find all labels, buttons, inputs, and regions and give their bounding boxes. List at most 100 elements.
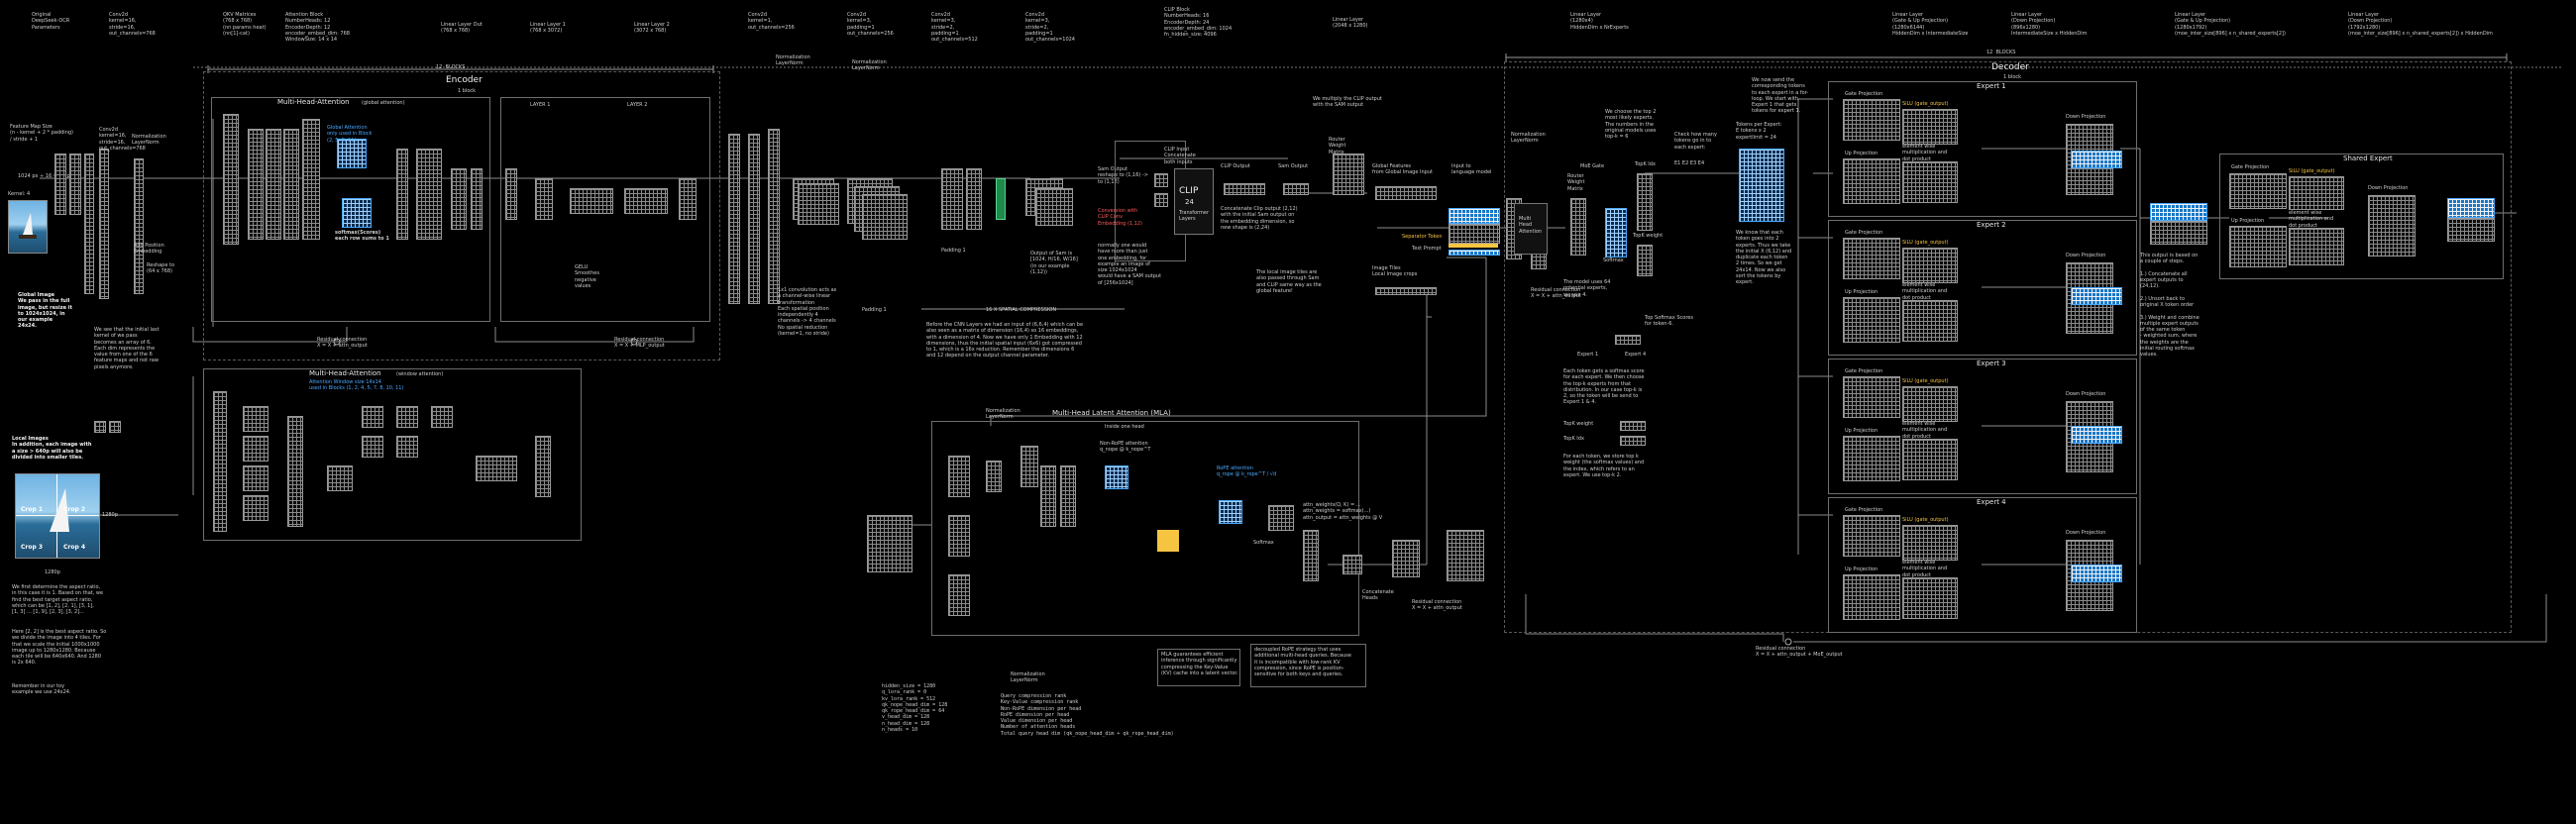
encoder-title: Encoder — [446, 75, 483, 85]
qkv-matrices-params: QKV Matrices (768 x 768) (nn params heat… — [223, 12, 267, 37]
sam-out-grid-b — [1035, 188, 1073, 226]
clip-input-label: CLIP Input Concatenate both inputs — [1164, 147, 1196, 165]
mla-q-grid — [986, 461, 1002, 492]
shared-gate-label: Gate Projection — [2231, 164, 2270, 170]
e2-elementwise: element wise multiplication and dot prod… — [1902, 282, 1948, 301]
linear-weight-label: Router Weight Matrix — [1329, 137, 1346, 155]
linear2-params: Linear Layer 2 (3072 x 768) — [634, 22, 670, 35]
image-tiles-grid — [1375, 287, 1437, 295]
mha-window-subtitle: (window attention) — [396, 371, 444, 377]
mla-rope-block — [1157, 530, 1179, 552]
e3-silu-grid — [1902, 386, 1958, 422]
decoder-title: Decoder — [1991, 62, 2029, 72]
e3-up-grid — [1843, 436, 1900, 481]
e3-output — [2071, 426, 2122, 444]
expert-1-title: Expert 1 — [1977, 82, 2006, 90]
attn-out-grid-a — [396, 149, 408, 240]
conv2d-params-b: Conv2d kernel=1, out_channels=256 — [748, 12, 795, 31]
e1-down-label: Down Projection — [2066, 114, 2106, 120]
decoder-blocks-label: 12 BLOCKS — [1986, 50, 2016, 55]
mla-softmax-grid — [1268, 505, 1294, 531]
conv2d-inline: Conv2d kernel=16, stride=16, out_channel… — [99, 127, 146, 152]
linear-shared-params: Linear Layer (1280x4) HiddenDim x NrExpe… — [1570, 12, 1629, 31]
clip-layers-label: Transformer Layers — [1179, 210, 1210, 223]
padding-label: Padding 1 — [862, 307, 887, 313]
mha-global-subtitle: (global attention) — [362, 100, 405, 106]
mla-note-1: MLA guarantees efficient inference throu… — [1161, 652, 1238, 676]
e2-up-label: Up Projection — [1845, 289, 1878, 295]
reshape-flat-label: Reshape to (64 x 768) — [147, 262, 175, 275]
norm-column — [134, 158, 144, 294]
spatial-compression-label: 16 X SPATIAL COMPRESSION — [986, 307, 1057, 313]
normalization-mid-a: Normalization LayerNorm — [776, 54, 810, 67]
e4-up-label: Up Projection — [1845, 566, 1878, 572]
e2-gate-grid — [1843, 238, 1900, 279]
mla-output-grid — [1447, 530, 1484, 581]
conv-stack-e — [862, 194, 908, 240]
text-prompt-label: Text Prompt — [1412, 246, 1442, 252]
attention-block-params: Attention Block NumberHeads: 12 EncoderD… — [285, 12, 350, 43]
softmax-decoder-label: Softmax — [1603, 258, 1624, 263]
mla-box — [931, 421, 1359, 636]
shared-up-grid — [2229, 226, 2287, 267]
q-grid — [248, 129, 264, 240]
window-patch-2 — [243, 436, 268, 462]
model-uses-note: The model uses 64 potential experts, we … — [1563, 279, 1611, 298]
padding-label-2: Padding 1 — [941, 248, 966, 254]
softmax-scores-grid — [342, 198, 372, 228]
shared-elementwise: element wise multiplication and dot prod… — [2289, 210, 2334, 229]
sorted-tokens-grid — [1739, 149, 1784, 222]
decoder-subtitle: 1 block — [2003, 74, 2022, 80]
window-scores-3 — [396, 406, 418, 428]
combined-output-grey — [2150, 221, 2207, 245]
mlp-w2-grid — [679, 178, 697, 220]
local-images-grid: Crop 1 Crop 2 Crop 3 Crop 4 — [15, 473, 100, 559]
mla-code-right: Query compression rank Key-Value compres… — [1001, 693, 1174, 737]
nonrope-attention-label: Non-RoPE attention q_nope @ k_nope^T — [1100, 441, 1151, 454]
window-patch-1 — [243, 406, 268, 432]
v-grid — [283, 129, 299, 240]
clip-conversion-note: Conversion with CLIP Conv Embedding (1,1… — [1098, 208, 1142, 227]
choose-top2-note: We choose the top 2 most likely experts.… — [1605, 109, 1657, 140]
decoder-mha-block — [1514, 203, 1548, 255]
e1-gate-grid — [1843, 99, 1900, 141]
shared-output-blue — [2447, 198, 2495, 218]
e4-up-grid — [1843, 574, 1900, 620]
conv2d-params-c: Conv2d kernel=3, padding=1 out_channels=… — [847, 12, 894, 37]
linear-gate-up2-params: Linear Layer (Gate & Up Projection) (128… — [2175, 12, 2286, 37]
mla-rope-scores — [1219, 500, 1242, 524]
mla-title: Multi-Head Latent Attention (MLA) — [1052, 409, 1171, 417]
mla-head-stack — [1020, 446, 1038, 487]
e3-gate-grid — [1843, 376, 1900, 418]
e4-silu-grid — [1902, 525, 1958, 561]
e4-elementwise: element wise multiplication and dot prod… — [1902, 560, 1948, 578]
window-qkv-grid — [287, 416, 303, 527]
feature-map-1 — [94, 421, 106, 433]
e1-silu: SiLU (gate_output) — [1902, 101, 1949, 107]
conv-stack-b — [798, 183, 839, 225]
sam-output-2-label: Sam Output — [1278, 163, 1309, 169]
head-stack-grid — [302, 119, 320, 240]
expert-1-box — [1828, 81, 2137, 217]
router-weight-label: Router Weight Matrix — [1567, 173, 1585, 192]
for-each-note: For each token, we store top k weight (t… — [1563, 454, 1645, 478]
input-lm-label: Input to language model — [1451, 163, 1492, 176]
patch-column-d — [99, 149, 109, 299]
separator-token-label: Separator Token — [1402, 234, 1443, 240]
window-input-grid — [213, 391, 227, 532]
green-channel-grid — [996, 178, 1006, 220]
normally-note: normally one would have more than just o… — [1098, 243, 1162, 286]
gelu-label: GELU Smoothes negative values — [575, 264, 599, 289]
mha-window-title: Multi-Head-Attention — [309, 369, 381, 377]
encoder-residual-1: Residual connection X = X + attn_output — [317, 337, 368, 350]
window-scores-4 — [396, 436, 418, 458]
clip-in-token-a — [1154, 173, 1168, 187]
reshape-col-a — [728, 134, 740, 304]
topk-weight-label: TopK weight — [1633, 233, 1664, 239]
e3-silu: SiLU (gate_output) — [1902, 378, 1949, 384]
mla-k-nope — [1060, 465, 1076, 527]
e4-output — [2071, 565, 2122, 582]
mlp-w1-grid — [535, 178, 553, 220]
best-ratio-text: Here [2, 2] is the best aspect ratio. So… — [12, 629, 107, 667]
